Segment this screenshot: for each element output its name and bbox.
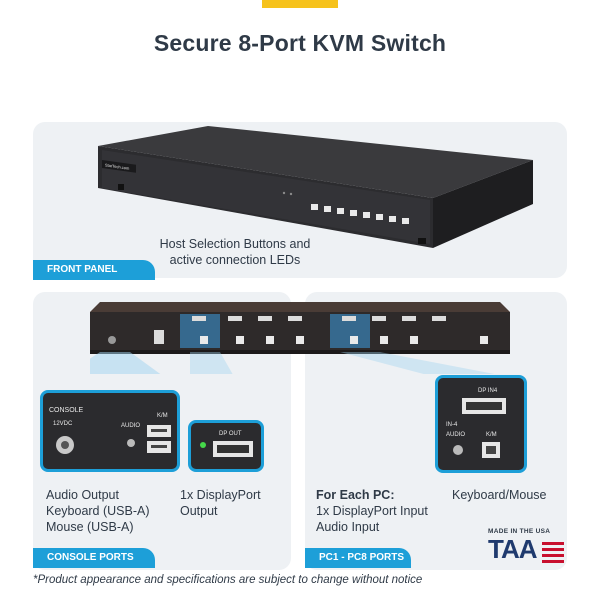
console-caption-line3: Mouse (USB-A) [46, 520, 134, 534]
front-caption-line1: Host Selection Buttons and [159, 237, 311, 251]
console-caption-line2: Keyboard (USB-A) [46, 504, 150, 518]
pc-ports-caption: For Each PC: 1x DisplayPort Input Audio … [316, 487, 446, 535]
console-ports-tab: CONSOLE PORTS [33, 548, 155, 568]
km-in-label: K/M [486, 432, 497, 438]
taa-top-text: MADE IN THE USA [488, 528, 551, 535]
pc-ports-tab: PC1 - PC8 PORTS [305, 548, 411, 568]
brand-label: StarTech.com [105, 162, 130, 170]
console-caption-line1: Audio Output [46, 488, 119, 502]
audio-jack-icon [127, 439, 135, 447]
audio-jack-icon [453, 445, 463, 455]
kvm-rear-image [90, 302, 510, 374]
pc-caption-line2: Audio Input [316, 520, 380, 534]
page-title: Secure 8-Port KVM Switch [153, 30, 447, 56]
footnote: *Product appearance and specifications a… [33, 574, 423, 586]
dp-caption-line2: Output [180, 504, 218, 518]
taa-main-text: TAA [488, 534, 538, 564]
led-icon [200, 442, 206, 448]
flag-stripes-icon [542, 542, 564, 563]
audio-label: AUDIO [121, 423, 141, 429]
km-label: K/M [157, 413, 168, 419]
dp-out-zoom: DP OUT [188, 420, 264, 472]
console-label: CONSOLE [49, 407, 84, 414]
taa-badge: MADE IN THE USA TAA [488, 528, 568, 570]
km-caption: Keyboard/Mouse [452, 488, 547, 502]
audio-in-label: AUDIO [446, 432, 466, 438]
dp-in-label: DP IN4 [478, 388, 498, 394]
pc-caption-heading: For Each PC: [316, 488, 395, 502]
pc-port-zoom: DP IN4 IN-4 AUDIO K/M [435, 375, 527, 473]
in-label: IN-4 [446, 422, 458, 428]
front-panel-tab: FRONT PANEL [33, 260, 155, 280]
front-caption-line2: active connection LEDs [169, 253, 301, 267]
front-panel-caption: Host Selection Buttons and active connec… [150, 236, 320, 268]
power-label: 12VDC [53, 421, 73, 427]
top-accent-bar [262, 0, 338, 8]
dp-caption-line1: 1x DisplayPort [180, 488, 261, 502]
kvm-front-image: StarTech.com [98, 126, 533, 248]
console-ports-caption: Audio Output Keyboard (USB-A) Mouse (USB… [46, 487, 176, 535]
dp-caption: 1x DisplayPort Output [180, 487, 290, 519]
dp-out-label: DP OUT [219, 431, 242, 437]
pc-caption-line1: 1x DisplayPort Input [316, 504, 428, 518]
console-zoom: CONSOLE 12VDC AUDIO K/M [40, 390, 180, 472]
